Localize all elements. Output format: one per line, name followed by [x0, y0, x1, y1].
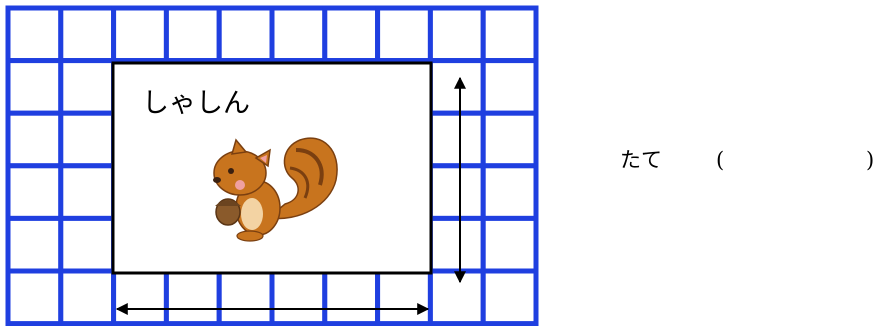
- grid-cell: [430, 271, 483, 324]
- grid-cell: [114, 271, 167, 324]
- grid-cell: [166, 8, 219, 61]
- grid-cell: [219, 8, 272, 61]
- grid-cell: [8, 61, 61, 114]
- grid-cell: [61, 271, 114, 324]
- photo-card: しゃしん: [113, 63, 431, 273]
- grid-cell: [61, 8, 114, 61]
- grid-cell: [272, 271, 325, 324]
- grid-cell: [272, 8, 325, 61]
- grid-cell: [430, 113, 483, 166]
- grid-cell: [8, 271, 61, 324]
- grid-cell: [378, 271, 431, 324]
- grid-cell: [8, 218, 61, 271]
- grid-cell: [483, 166, 536, 219]
- photo-label: しゃしん: [142, 88, 250, 119]
- grid-cell: [430, 166, 483, 219]
- grid-cell: [483, 271, 536, 324]
- grid-cell: [8, 166, 61, 219]
- grid-cell: [430, 8, 483, 61]
- grid-cell: [483, 8, 536, 61]
- answer-row: たて ( ): [620, 148, 874, 172]
- grid-cell: [430, 61, 483, 114]
- grid-cell: [378, 8, 431, 61]
- grid-cell: [325, 271, 378, 324]
- answer-label: たて: [620, 148, 662, 172]
- grid-cell: [8, 8, 61, 61]
- grid-cell: [166, 271, 219, 324]
- answer-open-paren: (: [716, 148, 724, 172]
- grid-cell: [219, 271, 272, 324]
- grid-cell: [114, 8, 167, 61]
- grid-cell: [8, 113, 61, 166]
- grid-cell: [483, 61, 536, 114]
- grid-cell: [325, 8, 378, 61]
- grid-cell: [61, 113, 114, 166]
- grid-cell: [61, 218, 114, 271]
- grid-cell: [61, 166, 114, 219]
- grid-cell: [430, 218, 483, 271]
- answer-close-paren: ): [866, 148, 874, 172]
- grid-cell: [483, 113, 536, 166]
- grid-cell: [483, 218, 536, 271]
- grid-cell: [61, 61, 114, 114]
